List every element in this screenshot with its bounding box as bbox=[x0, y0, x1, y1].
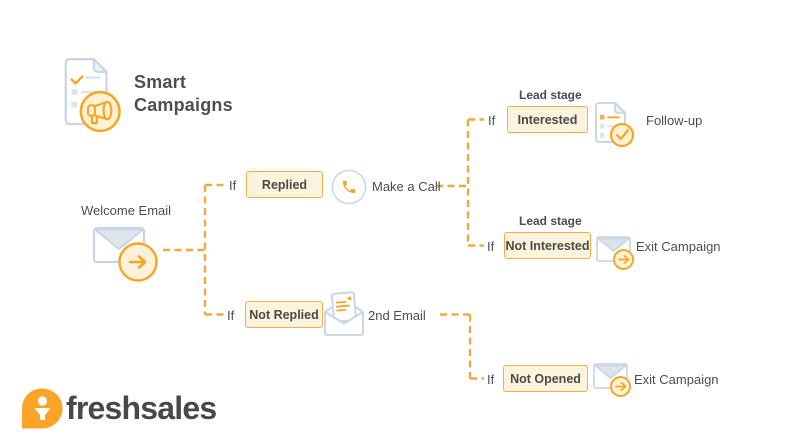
campaign-document-icon bbox=[64, 58, 121, 133]
page-title-line2: Campaigns bbox=[134, 95, 233, 115]
exit-campaign-label-2: Exit Campaign bbox=[634, 372, 719, 387]
if-label-not-opened: If bbox=[487, 372, 495, 387]
page-title: Smart Campaigns bbox=[134, 71, 233, 117]
2nd-email-label: 2nd Email bbox=[368, 308, 426, 323]
freshsales-logo-text: freshsales bbox=[66, 390, 217, 426]
phone-icon bbox=[331, 169, 367, 205]
page-title-line1: Smart bbox=[134, 72, 187, 92]
envelope-exit-icon bbox=[596, 236, 634, 270]
make-a-call-label: Make a Call bbox=[372, 179, 441, 194]
if-label-not-interested: If bbox=[487, 239, 495, 254]
open-email-icon bbox=[324, 291, 364, 336]
freshsales-mark-icon bbox=[22, 388, 63, 429]
lead-stage-label-1: Lead stage bbox=[519, 88, 582, 102]
followup-check-icon bbox=[595, 102, 635, 148]
connector-2ndemail-branch bbox=[440, 313, 484, 380]
condition-box-replied: Replied bbox=[246, 171, 323, 198]
condition-box-not-interested: Not Interested bbox=[504, 232, 591, 259]
envelope-exit-icon bbox=[593, 363, 631, 397]
connector-welcome-branch bbox=[163, 183, 225, 316]
condition-box-interested: Interested bbox=[507, 106, 588, 133]
if-label-replied: If bbox=[229, 178, 237, 193]
lead-stage-label-2: Lead stage bbox=[519, 214, 582, 228]
envelope-send-icon bbox=[92, 226, 158, 282]
connector-call-branch bbox=[436, 118, 484, 247]
follow-up-label: Follow-up bbox=[646, 113, 703, 128]
if-label-not-replied: If bbox=[227, 308, 235, 323]
welcome-email-label: Welcome Email bbox=[81, 203, 172, 218]
condition-box-not-replied: Not Replied bbox=[245, 301, 323, 328]
exit-campaign-label-1: Exit Campaign bbox=[636, 239, 721, 254]
condition-box-not-opened: Not Opened bbox=[503, 365, 588, 392]
if-label-interested: If bbox=[488, 113, 496, 128]
